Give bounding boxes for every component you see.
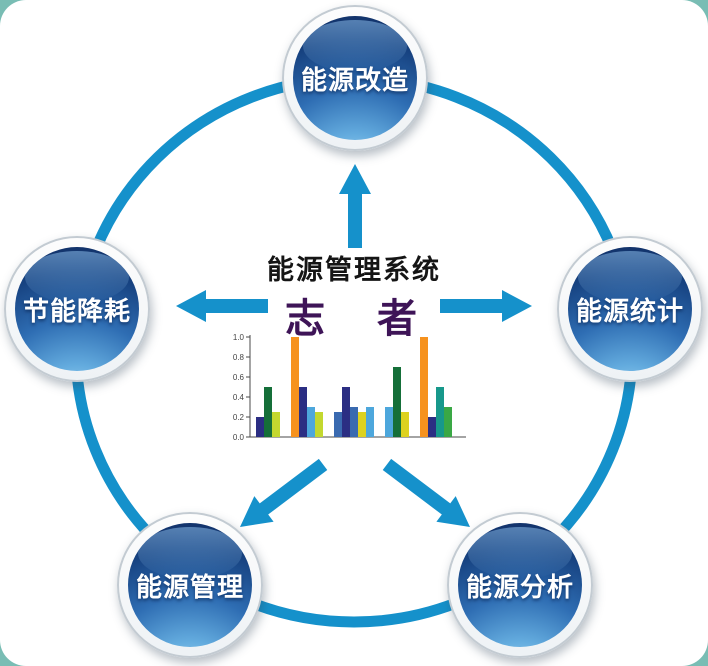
bar-g4-1 [428,417,436,437]
sphere-energy-analysis: 能源分析 [458,523,582,647]
node-energy-saving: 节能降耗 [4,236,150,382]
node-label-energy-analysis: 能源分析 [465,571,574,602]
bar-g0-0 [256,417,264,437]
y-tick-label: 0.0 [233,433,245,442]
arrow-up-icon [339,164,371,248]
bar-g2-1 [342,387,350,437]
node-energy-management: 能源管理 [117,512,263,658]
bar-g2-3 [358,412,366,437]
node-label-energy-retrofit: 能源改造 [300,64,409,95]
node-energy-analysis: 能源分析 [447,512,593,658]
bar-g3-0 [385,407,393,437]
bar-g3-2 [401,412,409,437]
arrow-down-left-icon [240,458,328,527]
sphere-energy-saving: 节能降耗 [15,247,139,371]
node-label-energy-saving: 节能降耗 [22,295,131,326]
brand-text: 志 者 [285,297,423,341]
y-tick-label: 0.2 [233,413,245,422]
bar-chart-svg: 0.0 0.2 0.4 0.6 0.8 1.0 [233,333,466,442]
y-tick-label: 0.4 [233,393,245,402]
y-tick-label: 0.6 [233,373,245,382]
bar-g4-0 [420,337,428,437]
node-energy-statistics: 能源统计 [557,236,703,382]
bar-g1-1 [299,387,307,437]
bar-g2-0 [334,412,342,437]
bar-g0-1 [264,387,272,437]
y-tick-label: 1.0 [233,333,245,342]
bar-g2-4 [366,407,374,437]
page-title: 能源管理系统 [267,255,441,285]
bar-g2-2 [350,407,358,437]
bar-g0-2 [272,412,280,437]
node-energy-retrofit: 能源改造 [282,5,428,151]
node-label-energy-statistics: 能源统计 [575,295,684,326]
bar-g4-3 [444,407,452,437]
energy-bar-chart: 0.0 0.2 0.4 0.6 0.8 1.0 [226,327,474,451]
bar-g1-3 [315,412,323,437]
sphere-energy-management: 能源管理 [128,523,252,647]
arrow-left-icon [176,290,268,322]
arrow-down-right-icon [382,458,470,527]
node-label-energy-management: 能源管理 [135,571,244,602]
bar-g3-1 [393,367,401,437]
bar-g4-2 [436,387,444,437]
y-tick-label: 0.8 [233,353,245,362]
sphere-energy-retrofit: 能源改造 [293,16,417,140]
bar-g1-2 [307,407,315,437]
sphere-energy-statistics: 能源统计 [568,247,692,371]
bar-g1-0 [291,337,299,437]
arrow-right-icon [440,290,532,322]
